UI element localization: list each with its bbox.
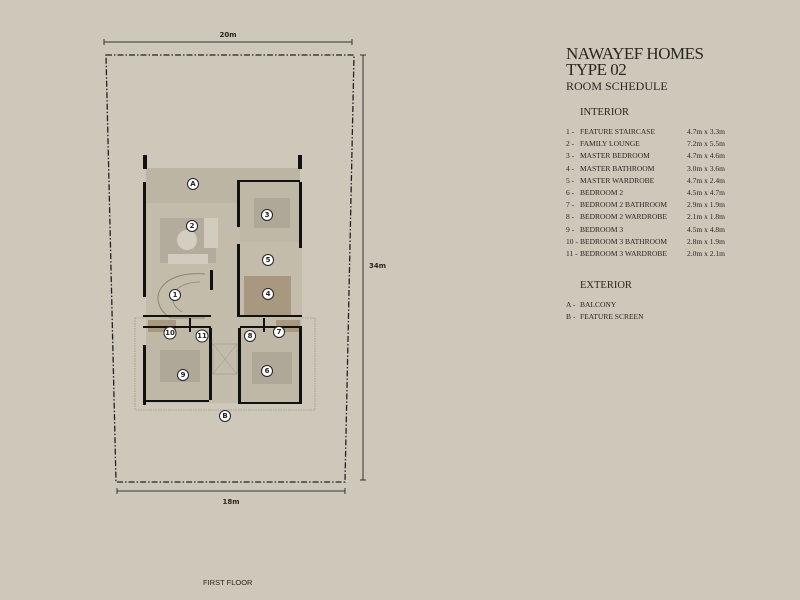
room-schedule: NAWAYEF HOMES TYPE 02 ROOM SCHEDULE INTE… [566,44,796,323]
schedule-name: FAMILY LOUNGE [580,139,640,149]
schedule-name: BEDROOM 2 [580,187,624,197]
schedule-num: B - [566,312,576,322]
svg-text:A: A [190,180,196,188]
schedule-size: 4.5m x 4.8m [687,224,725,234]
schedule-size: 2.8m x 1.9m [687,236,725,246]
schedule-size: 2.9m x 1.9m [687,200,725,210]
svg-text:6: 6 [265,367,270,375]
schedule-size: 4.7m x 3.3m [687,127,725,136]
plan-label-2: 2 [186,220,198,232]
interior-heading: INTERIOR [580,107,629,118]
schedule-num: 4 - [566,163,575,173]
svg-text:10: 10 [165,329,175,337]
schedule-row: 7 - BEDROOM 2 BATHROOM 2.9m x 1.9m [566,199,796,211]
schedule-name: BEDROOM 3 WARDROBE [580,248,667,258]
svg-text:B: B [222,412,227,420]
schedule-size: 2.0m x 2.1m [687,248,725,258]
svg-text:7: 7 [277,328,282,336]
title-line-2: TYPE 02 [566,60,627,79]
svg-text:2: 2 [190,222,195,230]
floor-label: FIRST FLOOR [203,578,253,587]
schedule-row: B - FEATURE SCREEN [566,311,796,323]
title-line-1: NAWAYEF HOMES [566,44,704,63]
svg-text:1: 1 [173,291,178,299]
schedule-row: 11 -BEDROOM 3 WARDROBE 2.0m x 2.1m [566,248,796,260]
svg-text:34m: 34m [369,262,386,270]
svg-text:8: 8 [248,332,253,340]
schedule-size: 4.7m x 2.4m [687,175,725,185]
schedule-row: 5 - MASTER WARDROBE 4.7m x 2.4m [566,175,796,187]
schedule-name: BEDROOM 2 BATHROOM [580,200,668,210]
schedule-name: BALCONY [580,300,617,310]
schedule-name: MASTER BATHROOM [580,163,655,173]
plan-label-5: 5 [262,254,274,266]
plan-label-a: A [187,178,199,190]
schedule-row: 1 - FEATURE STAIRCASE 4.7m x 3.3m [566,126,796,138]
schedule-row: 4 - MASTER BATHROOM 3.0m x 3.6m [566,163,796,175]
plan-label-4: 4 [262,288,274,300]
plan-label-6: 6 [261,365,273,377]
exterior-list: A - BALCONY B - FEATURE SCREEN [566,299,796,323]
schedule-num: 9 - [566,224,575,234]
schedule-num: 5 - [566,175,575,185]
schedule-size: 4.7m x 4.6m [687,151,725,161]
schedule-row: 9 - BEDROOM 3 4.5m x 4.8m [566,224,796,236]
schedule-size: 4.5m x 4.7m [687,187,725,197]
schedule-num: 1 - [566,127,575,136]
interior-list: 1 - FEATURE STAIRCASE 4.7m x 3.3m 2 - FAMILY… [566,126,796,260]
plan-label-1: 1 [169,289,181,301]
schedule-size: 2.1m x 1.8m [687,212,725,222]
schedule-row: 3 - MASTER BEDROOM 4.7m x 4.6m [566,150,796,162]
schedule-name: BEDROOM 3 BATHROOM [580,236,668,246]
schedule-row: A - BALCONY [566,299,796,311]
schedule-name: BEDROOM 2 WARDROBE [580,212,667,222]
plan-label-11: 11 [195,329,209,343]
plot-boundary [105,54,355,483]
schedule-size: 3.0m x 3.6m [687,163,725,173]
schedule-row: 10 -BEDROOM 3 BATHROOM 2.8m x 1.9m [566,236,796,248]
dimension-right: 34m [360,54,386,481]
schedule-num: 8 - [566,212,575,222]
svg-text:20m: 20m [219,31,236,39]
schedule-row: 2 - FAMILY LOUNGE 7.2m x 5.5m [566,138,796,150]
svg-text:3: 3 [265,211,270,219]
schedule-name: MASTER WARDROBE [580,175,655,185]
svg-text:9: 9 [181,371,186,379]
schedule-name: MASTER BEDROOM [580,151,650,161]
dimension-top: 20m [103,31,353,45]
plan-label-8: 8 [244,330,256,342]
schedule-row: 8 - BEDROOM 2 WARDROBE 2.1m x 1.8m [566,211,796,223]
schedule-name: FEATURE SCREEN [580,312,644,322]
schedule-name: FEATURE STAIRCASE [580,127,656,136]
schedule-num: 11 - [566,248,578,258]
exterior-heading: EXTERIOR [580,280,632,292]
svg-text:5: 5 [266,256,271,264]
svg-text:4: 4 [266,290,271,298]
schedule-num: 7 - [566,200,575,210]
walls [143,155,302,405]
plan-label-b: B [219,410,231,422]
plan-label-10: 10 [163,326,177,340]
schedule-num: 10 - [566,236,578,246]
schedule-num: 2 - [566,139,575,149]
schedule-num: 3 - [566,151,575,161]
plan-label-7: 7 [273,326,285,338]
schedule-name: BEDROOM 3 [580,224,624,234]
schedule-row: 6 - BEDROOM 2 4.5m x 4.7m [566,187,796,199]
svg-text:18m: 18m [222,498,239,506]
schedule-size: 7.2m x 5.5m [687,139,725,149]
svg-text:11: 11 [197,332,207,340]
title-line-3: ROOM SCHEDULE [566,79,668,93]
dimension-bottom: 18m [116,488,346,506]
schedule-num: A - [566,300,576,310]
schedule-num: 6 - [566,187,575,197]
plan-label-3: 3 [261,209,273,221]
plan-label-9: 9 [177,369,189,381]
